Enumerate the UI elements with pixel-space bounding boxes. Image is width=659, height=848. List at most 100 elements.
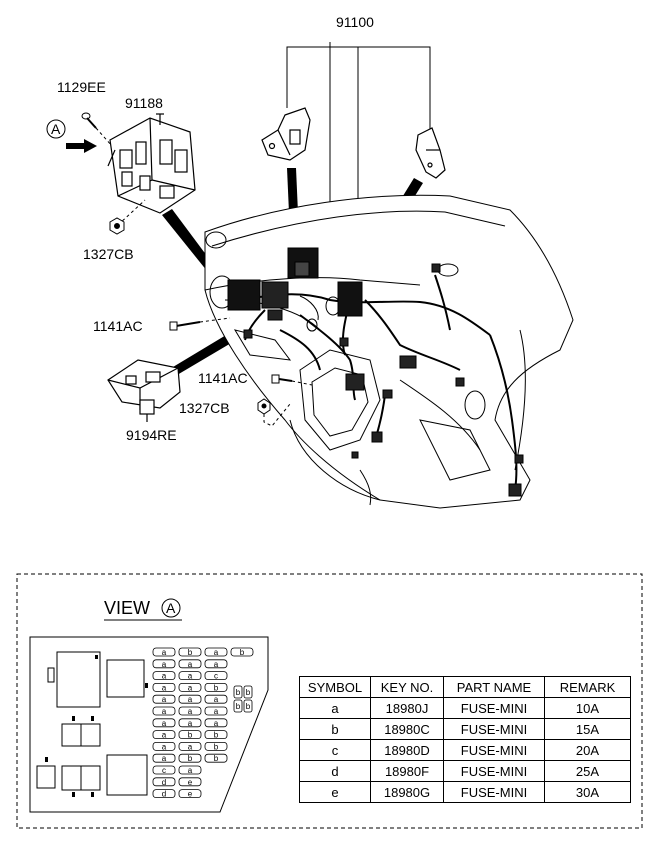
svg-text:A: A (51, 121, 61, 137)
mini-fuse-slot: a (178, 765, 202, 775)
mini-fuse-slot: a (152, 647, 176, 657)
label-91100: 91100 (336, 14, 374, 30)
mini-fuse-slot: b (178, 730, 202, 740)
mini-fuse-symbol: a (188, 660, 193, 669)
mini-fuse-slot: a (152, 730, 176, 740)
svg-text:A: A (166, 600, 176, 616)
header-remark: REMARK (544, 676, 631, 698)
label-9194re: 9194RE (126, 427, 177, 443)
mini-fuse-symbol: e (188, 790, 193, 799)
label-1327cb-right: 1327CB (179, 400, 230, 416)
mini-fuse-slot: a (178, 671, 202, 681)
mini-fuse-symbol: a (188, 683, 193, 692)
mini-fuse-slot: b (178, 753, 202, 763)
cell-key-no: 18980D (370, 739, 444, 761)
mini-fuse-symbol: a (188, 766, 193, 775)
mini-fuse-slot: a (178, 683, 202, 692)
mini-fuse-slot: c (204, 671, 228, 681)
panel-small-markings (45, 655, 148, 797)
mini-fuse-symbol: d (162, 778, 166, 787)
mini-fuse-symbol: b (188, 754, 193, 763)
table-row: c 18980D FUSE-MINI 20A (299, 739, 631, 761)
mini-fuse-symbol: a (162, 707, 167, 716)
mini-fuse-symbol: a (188, 707, 193, 716)
label-1327cb-left: 1327CB (83, 246, 134, 262)
mini-fuse-slot: a (204, 694, 228, 704)
mini-fuse-slot: a (204, 647, 228, 657)
mini-fuse-slot: a (178, 718, 202, 728)
mini-fuse-slot: a (204, 718, 228, 728)
cell-part-name: FUSE-MINI (443, 739, 545, 761)
bolt-1141ac-left (169, 317, 231, 331)
mini-fuse-symbol: b (236, 688, 241, 697)
mini-fuse-symbol: a (214, 695, 219, 704)
mini-fuse-symbol: b (240, 648, 245, 657)
mini-fuse-symbol: e (188, 778, 193, 787)
cell-key-no: 18980J (370, 697, 444, 719)
cell-part-name: FUSE-MINI (443, 718, 545, 740)
mini-fuse-symbol: a (162, 672, 167, 681)
cell-key-no: 18980C (370, 718, 444, 740)
bolt-1129ee (81, 112, 113, 147)
mini-fuse-symbol: a (162, 695, 167, 704)
mini-fuse-symbol: b (214, 742, 219, 751)
nut-1327cb-right (257, 398, 291, 427)
mini-fuse-symbol: b (246, 688, 251, 697)
mini-fuse-symbol: a (214, 707, 219, 716)
mini-fuse-slot: a (178, 742, 202, 751)
cell-part-name: FUSE-MINI (443, 697, 545, 719)
mini-fuse-slot: a (204, 706, 228, 716)
mini-fuse-symbol: a (162, 742, 167, 751)
mini-fuse-symbol: b (246, 702, 251, 711)
mini-fuse-symbol: b (214, 754, 219, 763)
mini-fuse-slot: a (178, 659, 202, 669)
cell-remark: 15A (544, 718, 631, 740)
mini-fuse-symbol: a (162, 719, 167, 728)
bolt-1141ac-right (271, 374, 313, 386)
mini-fuse-slot: a (152, 683, 176, 692)
mini-fuse-symbol: a (162, 683, 167, 692)
mini-fuse-symbol: a (162, 648, 167, 657)
label-1129ee: 1129EE (57, 79, 106, 95)
mini-fuse-symbol: a (214, 719, 219, 728)
mini-fuse-slot: a (204, 659, 228, 669)
header-key-no: KEY NO. (370, 676, 444, 698)
wiring-harness (239, 274, 518, 491)
cell-symbol: b (299, 718, 371, 740)
label-1141ac-right: 1141AC (198, 370, 248, 386)
mini-fuse-slot: b (243, 685, 253, 699)
mini-fuse-slot: a (178, 694, 202, 704)
mini-fuse-slot: d (152, 777, 176, 787)
mini-fuse-slot: e (178, 789, 202, 799)
mini-fuse-slot: b (243, 699, 253, 713)
mini-fuse-symbol: a (188, 672, 193, 681)
cell-symbol: d (299, 760, 371, 782)
bracket-right-91100 (415, 127, 446, 179)
cell-part-name: FUSE-MINI (443, 760, 545, 782)
mini-fuse-slot: a (178, 706, 202, 716)
table-row: d 18980F FUSE-MINI 25A (299, 760, 631, 782)
nut-1327cb-left (109, 199, 146, 235)
relay-box-9194re (107, 359, 181, 422)
mini-fuse-slot: b (233, 685, 243, 699)
mini-fuse-symbol: d (162, 790, 166, 799)
view-a-frame (16, 573, 643, 829)
cell-remark: 30A (544, 781, 631, 803)
mini-fuse-symbol: b (214, 683, 219, 692)
cell-remark: 10A (544, 697, 631, 719)
cell-remark: 25A (544, 760, 631, 782)
mini-fuse-slot: b (204, 730, 228, 740)
fuse-spec-table: SYMBOL KEY NO. PART NAME REMARK a 18980J… (299, 676, 631, 803)
mini-fuse-symbol: a (188, 742, 193, 751)
mini-fuse-slot: b (233, 699, 243, 713)
mini-fuse-symbol: a (162, 731, 167, 740)
mini-fuse-slot: b (204, 753, 228, 763)
mini-fuse-symbol: c (162, 766, 166, 775)
mini-fuse-symbol: a (162, 660, 167, 669)
bracket-left-91100 (261, 107, 311, 161)
mini-fuse-slot: a (152, 742, 176, 751)
junction-box-91188 (107, 113, 196, 214)
table-row: b 18980C FUSE-MINI 15A (299, 718, 631, 740)
